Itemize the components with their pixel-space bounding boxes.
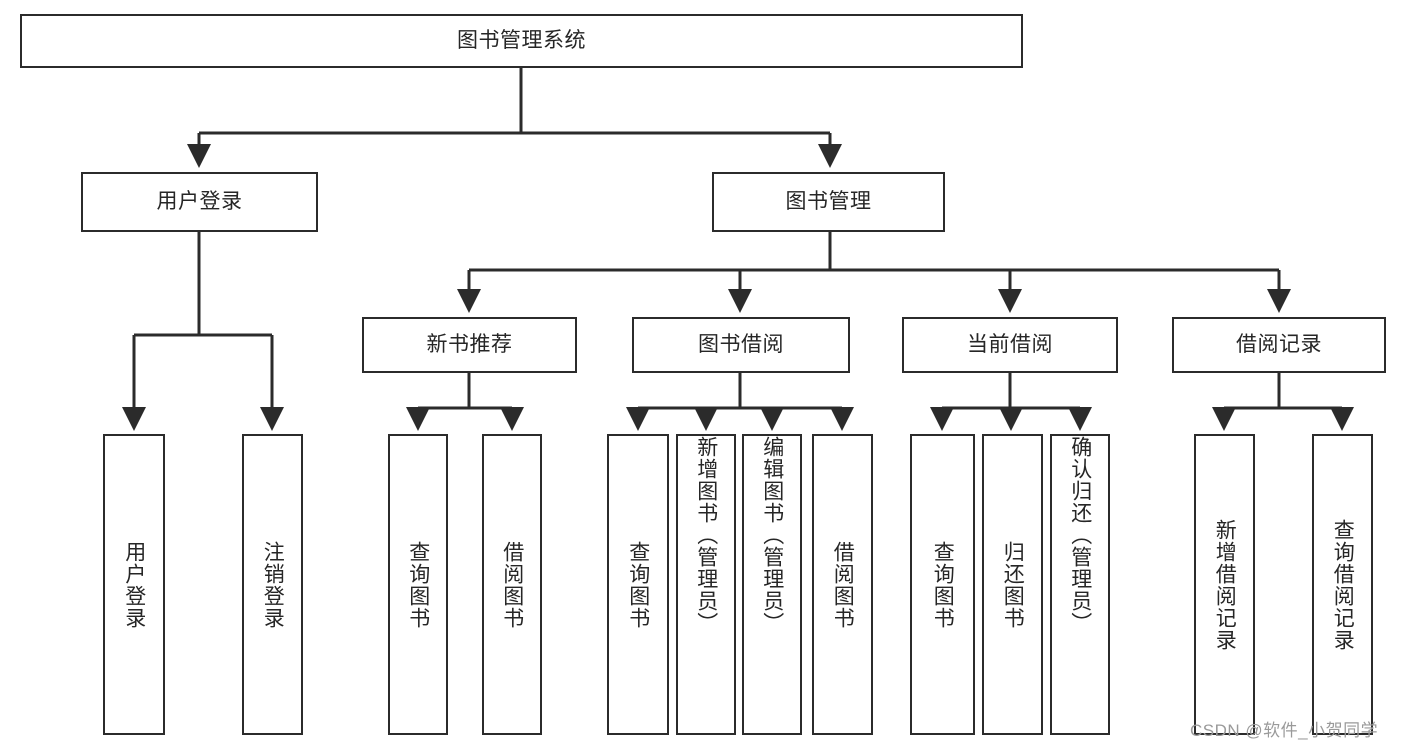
node-label: 用户登录	[122, 540, 146, 629]
node-label: 查询图书	[626, 540, 650, 629]
node-current-borrow[interactable]: 当前借阅	[902, 317, 1118, 373]
node-leaf-edit-book[interactable]: 编辑图书（管理员）	[742, 434, 802, 735]
node-leaf-query-book-current[interactable]: 查询图书	[910, 434, 975, 735]
node-leaf-user-logout[interactable]: 注销登录	[242, 434, 303, 735]
node-label: 新书推荐	[426, 332, 513, 356]
node-leaf-borrow-book-newbook[interactable]: 借阅图书	[482, 434, 542, 735]
edges-records	[1212, 373, 1354, 431]
node-label: 借阅记录	[1236, 332, 1322, 356]
node-label: 查询图书	[931, 540, 955, 629]
node-book-management[interactable]: 图书管理	[712, 172, 945, 232]
watermark-text: CSDN @软件_小贺同学	[1190, 721, 1379, 740]
node-leaf-borrow-book-borrow[interactable]: 借阅图书	[812, 434, 873, 735]
edges-borrow	[626, 373, 854, 431]
node-label: 查询借阅记录	[1331, 518, 1355, 651]
node-label: 归还图书	[1001, 540, 1025, 629]
node-label: 确认归还（管理员）	[1068, 436, 1092, 634]
node-leaf-add-borrow-record[interactable]: 新增借阅记录	[1194, 434, 1255, 735]
node-leaf-user-login[interactable]: 用户登录	[103, 434, 165, 735]
node-label: 借阅图书	[500, 540, 524, 629]
node-leaf-confirm-return[interactable]: 确认归还（管理员）	[1050, 434, 1110, 735]
node-leaf-add-book[interactable]: 新增图书（管理员）	[676, 434, 736, 735]
edges-bookmgmt	[457, 232, 1291, 313]
node-new-book-recommend[interactable]: 新书推荐	[362, 317, 577, 373]
node-leaf-query-book-borrow[interactable]: 查询图书	[607, 434, 669, 735]
node-label: 新增图书（管理员）	[694, 436, 718, 634]
node-label: 查询图书	[406, 540, 430, 629]
node-label: 借阅图书	[831, 540, 855, 629]
node-book-management-system[interactable]: 图书管理系统	[20, 14, 1023, 68]
node-label: 新增借阅记录	[1213, 518, 1237, 651]
edges-current	[930, 373, 1092, 431]
node-label: 当前借阅	[967, 332, 1053, 356]
node-label: 注销登录	[261, 540, 285, 629]
edges-root	[187, 68, 842, 168]
node-label: 编辑图书（管理员）	[760, 436, 784, 634]
node-leaf-return-book[interactable]: 归还图书	[982, 434, 1043, 735]
edges-login	[122, 232, 284, 431]
node-label: 图书管理	[785, 189, 872, 213]
node-leaf-query-borrow-record[interactable]: 查询借阅记录	[1312, 434, 1373, 735]
node-leaf-query-book-newbook[interactable]: 查询图书	[388, 434, 448, 735]
edges-newbook	[406, 373, 524, 431]
node-label: 用户登录	[156, 189, 243, 213]
node-user-login[interactable]: 用户登录	[81, 172, 318, 232]
node-book-borrow[interactable]: 图书借阅	[632, 317, 850, 373]
node-label: 图书管理系统	[457, 28, 586, 52]
node-label: 图书借阅	[698, 332, 784, 356]
node-borrow-records[interactable]: 借阅记录	[1172, 317, 1386, 373]
